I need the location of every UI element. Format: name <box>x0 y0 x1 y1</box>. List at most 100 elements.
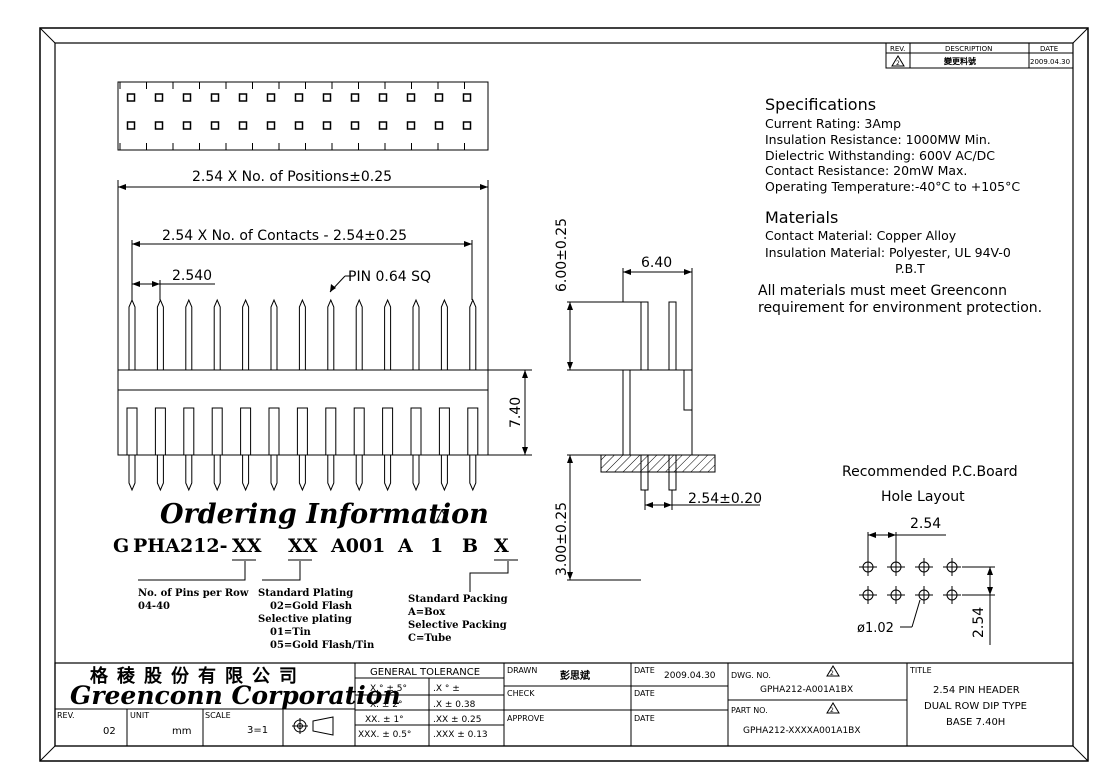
contacts-dimension: 2.54 X No. of Contacts - 2.54±0.25 <box>162 228 407 244</box>
top-hole <box>154 93 164 102</box>
ordering-code-part: 1 <box>430 535 443 557</box>
title-line-2: DUAL ROW DIP TYPE <box>924 701 1027 712</box>
materials-contact: Contact Material: Copper Alloy <box>765 228 957 243</box>
front-pin <box>440 298 448 370</box>
company-name-en: Greenconn Corporation <box>70 681 401 710</box>
front-pin <box>185 298 193 370</box>
front-pin-tail <box>469 455 477 492</box>
title-line-3: BASE 7.40H <box>946 717 1005 728</box>
ordering-code-part: X <box>494 535 509 557</box>
front-pin-tail <box>270 455 278 492</box>
tol-right-3: .XX ± 0.25 <box>433 715 482 725</box>
scale-value: 3=1 <box>247 725 268 736</box>
part-label: PART NO. <box>731 706 768 715</box>
side-row-pitch-dimension: 2.54±0.20 <box>688 491 762 507</box>
title-block <box>54 662 1074 747</box>
front-pin-base <box>154 407 166 456</box>
front-pin <box>242 298 250 370</box>
pitch-dimension: 2.540 <box>172 268 212 284</box>
front-pin-tail <box>355 455 363 492</box>
front-pin <box>128 298 136 370</box>
date-label-3: DATE <box>634 714 655 723</box>
front-pin-base <box>382 407 394 456</box>
top-hole <box>238 121 248 130</box>
front-pin-base <box>410 407 422 456</box>
front-pin <box>327 298 335 370</box>
ordering-leaders <box>138 561 509 592</box>
materials-insulation-2: P.B.T <box>895 261 925 276</box>
title-rev-triangle-icon <box>826 665 840 677</box>
packing-line-4: C=Tube <box>408 633 452 644</box>
approve-label: APPROVE <box>507 714 544 723</box>
unit-label: UNIT <box>130 711 149 720</box>
rev-label: REV. <box>57 711 75 720</box>
front-arrows <box>118 184 528 455</box>
title-line-1: 2.54 PIN HEADER <box>933 685 1020 696</box>
drawn-label: DRAWN <box>507 666 537 675</box>
front-pin <box>298 298 306 370</box>
pins-label-2: 04-40 <box>138 601 170 612</box>
front-pin-base <box>325 407 337 456</box>
front-pin <box>270 298 278 370</box>
ordering-code-part: XX <box>232 535 262 557</box>
top-hole <box>294 93 304 102</box>
revision-block <box>885 42 1074 69</box>
top-hole <box>350 121 360 130</box>
spec-line-5: Operating Temperature:-40°C to +105°C <box>765 179 1020 194</box>
front-pin <box>156 298 164 370</box>
top-hole <box>434 93 444 102</box>
top-hole <box>434 121 444 130</box>
scale-label: SCALE <box>205 711 231 720</box>
front-pin <box>412 298 420 370</box>
top-hole <box>126 93 136 102</box>
top-hole <box>322 121 332 130</box>
ordering-code-part: G <box>113 535 129 557</box>
top-hole <box>266 121 276 130</box>
front-pin-base <box>183 407 195 456</box>
side-width-dimension: 6.40 <box>641 255 672 271</box>
spec-line-3: Dielectric Withstanding: 600V AC/DC <box>765 148 995 163</box>
materials-note-2: requirement for environment protection. <box>758 300 1042 316</box>
pcb-pitch-x: 2.54 <box>910 516 941 532</box>
plating-line-5: 05=Gold Flash/Tin <box>270 640 375 651</box>
title-label: TITLE <box>909 666 932 675</box>
front-pin-tail <box>128 455 136 492</box>
top-hole <box>406 121 416 130</box>
company-name-cn: 格稜股份有限公司 <box>90 665 306 687</box>
front-pin-base <box>126 407 138 456</box>
ordering-code-part: A001 <box>330 535 385 557</box>
rev-triangle-icon <box>891 55 905 67</box>
ordering-heading: Ordering Information <box>160 499 489 530</box>
tol-right-2: .X ± 0.38 <box>433 700 476 710</box>
date-label-2: DATE <box>634 689 655 698</box>
side-upper-dimension: 6.00±0.25 <box>554 218 570 292</box>
front-pin-base <box>467 407 479 456</box>
rev-mark: 2 <box>896 60 900 67</box>
positions-dimension: 2.54 X No. of Positions±0.25 <box>192 169 392 185</box>
front-pin-base <box>353 407 365 456</box>
tol-left-4: XXX. ± 0.5° <box>358 730 411 740</box>
top-hole <box>378 121 388 130</box>
height-dimension: 7.40 <box>508 397 524 428</box>
top-hole <box>238 93 248 102</box>
dwg-label: DWG. NO. <box>731 671 771 680</box>
date-label-1: DATE <box>634 666 655 675</box>
side-view <box>567 268 760 581</box>
pins-label-1: No. of Pins per Row <box>138 588 249 599</box>
front-pin-tail <box>384 455 392 492</box>
spec-heading: Specifications <box>765 95 876 114</box>
materials-insulation: Insulation Material: Polyester, UL 94V-0 <box>765 245 1011 260</box>
pcb-layout <box>859 532 995 645</box>
materials-heading: Materials <box>765 208 838 227</box>
pcb-title-1: Recommended P.C.Board <box>842 464 1018 480</box>
tol-left-3: XX. ± 1° <box>365 715 404 725</box>
rev-header: REV. <box>890 45 905 53</box>
spec-line-1: Current Rating: 3Amp <box>765 116 901 131</box>
tol-left-1: X.° ± 5° <box>370 684 407 694</box>
plating-line-1: Standard Plating <box>258 588 353 599</box>
spec-line-4: Contact Resistance: 20mW Max. <box>765 163 967 178</box>
top-hole <box>126 121 136 130</box>
packing-line-1: Standard Packing <box>408 594 508 605</box>
rev-value: 02 <box>103 726 116 737</box>
front-pin <box>355 298 363 370</box>
